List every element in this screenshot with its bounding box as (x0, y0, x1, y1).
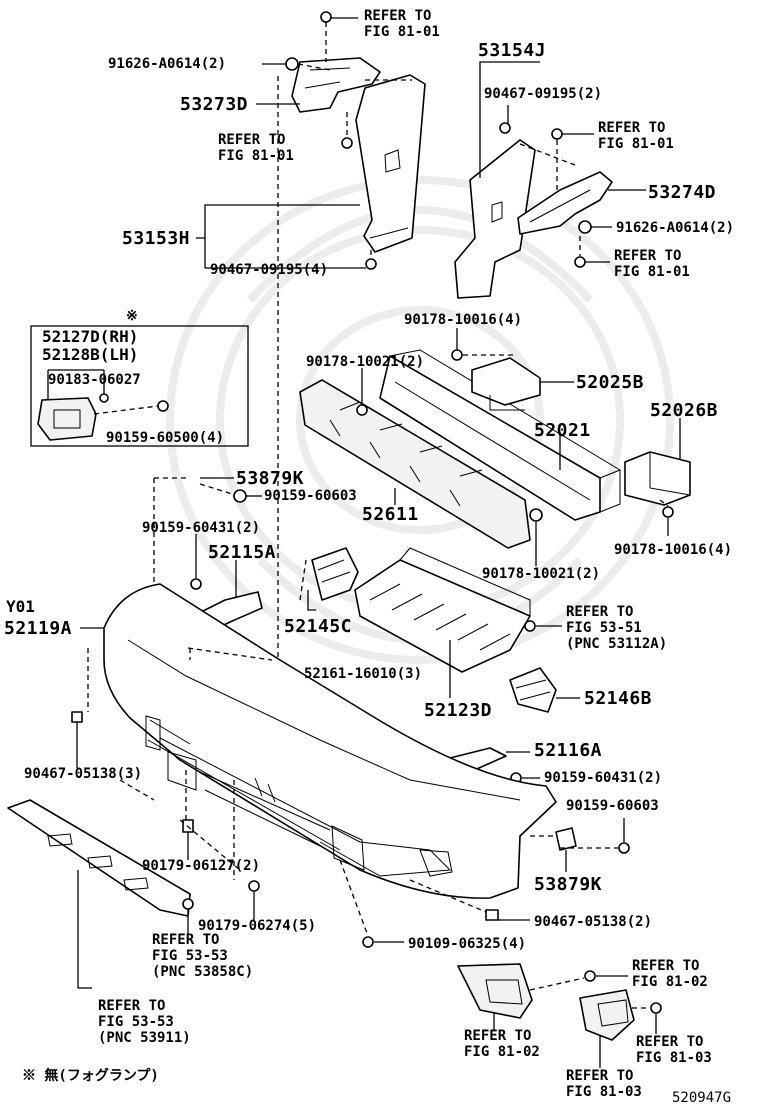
bracket-52025b (471, 357, 541, 411)
label-52025b: 52025B (576, 372, 644, 393)
label-90179-06127: 90179-06127(2) (142, 858, 260, 874)
label-52021: 52021 (534, 420, 591, 441)
clip-icon-top-left (285, 11, 377, 270)
label-refer-81-01-top: REFER TO (364, 8, 431, 24)
label-90467-05138-3: 90467-05138(3) (24, 766, 142, 782)
fog-lamp-cover-inset (30, 325, 249, 447)
fender-liner-53153h (355, 74, 426, 253)
label-refer-53-53-b-pnc: (PNC 53911) (98, 1030, 191, 1046)
label-refer-53-53-b: REFER TO (98, 998, 165, 1014)
retainer-52145c (307, 547, 359, 611)
label-52611: 52611 (362, 504, 419, 525)
label-53879k-top: 53879K (236, 468, 304, 489)
label-refer-53-51-fig: FIG 53-51 (566, 620, 642, 636)
clip-icon-lamps (529, 970, 662, 1034)
label-refer-81-02-right-fig: FIG 81-02 (632, 974, 708, 990)
figure-id: 520947G (672, 1090, 731, 1106)
bracket-53273d (291, 57, 381, 113)
label-refer-81-03-right-fig: FIG 81-03 (636, 1050, 712, 1066)
label-refer-53-53-a-fig: FIG 53-53 (152, 948, 228, 964)
label-90179-06274: 90179-06274(5) (198, 918, 316, 934)
label-52128b: 52128B(LH) (42, 345, 138, 364)
label-52146b: 52146B (584, 688, 652, 709)
label-91626-a0614-right: 91626-A0614(2) (616, 220, 734, 236)
fender-liner-53154j (454, 139, 536, 299)
label-52116a: 52116A (534, 740, 602, 761)
label-refer-81-01-right2: REFER TO (614, 248, 681, 264)
label-90183-06027: 90183-06027 (48, 372, 141, 388)
label-refer-81-03-bottom: REFER TO (566, 1068, 633, 1084)
footnote: ※ 無(フォグランプ) (22, 1067, 159, 1084)
label-refer-81-03-right: REFER TO (636, 1034, 703, 1050)
label-90159-60431-bottom: 90159-60431(2) (544, 770, 662, 786)
label-52145c: 52145C (284, 616, 352, 637)
turn-lamp-right (579, 989, 635, 1068)
label-y01: Y01 (6, 597, 35, 616)
label-asterisk: ※ (126, 308, 138, 324)
leader-lines-top-left (196, 17, 412, 660)
label-refer-81-03-bottom-fig: FIG 81-03 (566, 1084, 642, 1100)
label-refer-81-01-mid-fig: FIG 81-01 (218, 148, 294, 164)
bracket-52026b (624, 451, 691, 506)
bumper-cover-52119a (103, 583, 557, 899)
label-refer-81-01-right-fig: FIG 81-01 (598, 136, 674, 152)
label-90178-10016-bottom: 90178-10016(4) (614, 542, 732, 558)
label-52115a: 52115A (208, 542, 276, 563)
absorber-52123d (354, 547, 562, 698)
label-90467-09195-4: 90467-09195(4) (210, 262, 328, 278)
label-52161-16010: 52161-16010(3) (304, 666, 422, 682)
label-refer-81-02-right: REFER TO (632, 958, 699, 974)
label-refer-81-02-bottom: REFER TO (464, 1028, 531, 1044)
label-90159-60500: 90159-60500(4) (106, 430, 224, 446)
label-53273d: 53273D (180, 94, 248, 115)
label-refer-81-01-right2-fig: FIG 81-01 (614, 264, 690, 280)
leader-lines-bumper (77, 559, 618, 989)
label-refer-53-53-a-pnc: (PNC 53858C) (152, 964, 253, 980)
label-90467-05138-2: 90467-05138(2) (534, 914, 652, 930)
retainer-52146b (509, 667, 580, 713)
label-91626-a0614-left: 91626-A0614(2) (108, 56, 226, 72)
labels: REFER TO FIG 81-01 91626-A0614(2) 53273D… (4, 8, 734, 1106)
label-90178-10021-bottom: 90178-10021(2) (482, 566, 600, 582)
label-52119a: 52119A (4, 618, 72, 639)
label-90109-06325: 90109-06325(4) (408, 936, 526, 952)
label-52127d: 52127D(RH) (42, 327, 138, 346)
label-53274d: 53274D (648, 182, 716, 203)
label-refer-81-01-mid: REFER TO (218, 132, 285, 148)
label-90159-60603-bottom: 90159-60603 (566, 798, 659, 814)
turn-lamp-left (457, 963, 533, 1030)
leader-lines-top-right (479, 61, 646, 263)
label-90159-60431-top: 90159-60431(2) (142, 520, 260, 536)
label-52123d: 52123D (424, 700, 492, 721)
label-53153h: 53153H (122, 228, 190, 249)
label-52026b: 52026B (650, 400, 718, 421)
label-refer-81-02-bottom-fig: FIG 81-02 (464, 1044, 540, 1060)
label-refer-53-53-b-fig: FIG 53-53 (98, 1014, 174, 1030)
label-90467-09195-2: 90467-09195(2) (484, 86, 602, 102)
label-53879k-bottom: 53879K (534, 874, 602, 895)
label-90178-10016-top: 90178-10016(4) (404, 312, 522, 328)
clip-icon-reinforcement (233, 349, 674, 522)
lower-grille-cover (7, 799, 194, 917)
label-refer-53-53-a: REFER TO (152, 932, 219, 948)
label-90159-60603-top: 90159-60603 (264, 488, 357, 504)
bracket-53274d (517, 171, 613, 235)
leader-lines-reinforcement (153, 328, 681, 600)
energy-absorber-52611 (299, 379, 531, 549)
clip-icon-top-right (499, 122, 592, 268)
label-53154j: 53154J (478, 40, 546, 61)
label-refer-81-01-top-fig: FIG 81-01 (364, 24, 440, 40)
label-refer-53-51: REFER TO (566, 604, 633, 620)
label-refer-53-51-pnc: (PNC 53112A) (566, 636, 667, 652)
label-refer-81-01-right: REFER TO (598, 120, 665, 136)
label-90178-10021-top: 90178-10021(2) (306, 354, 424, 370)
